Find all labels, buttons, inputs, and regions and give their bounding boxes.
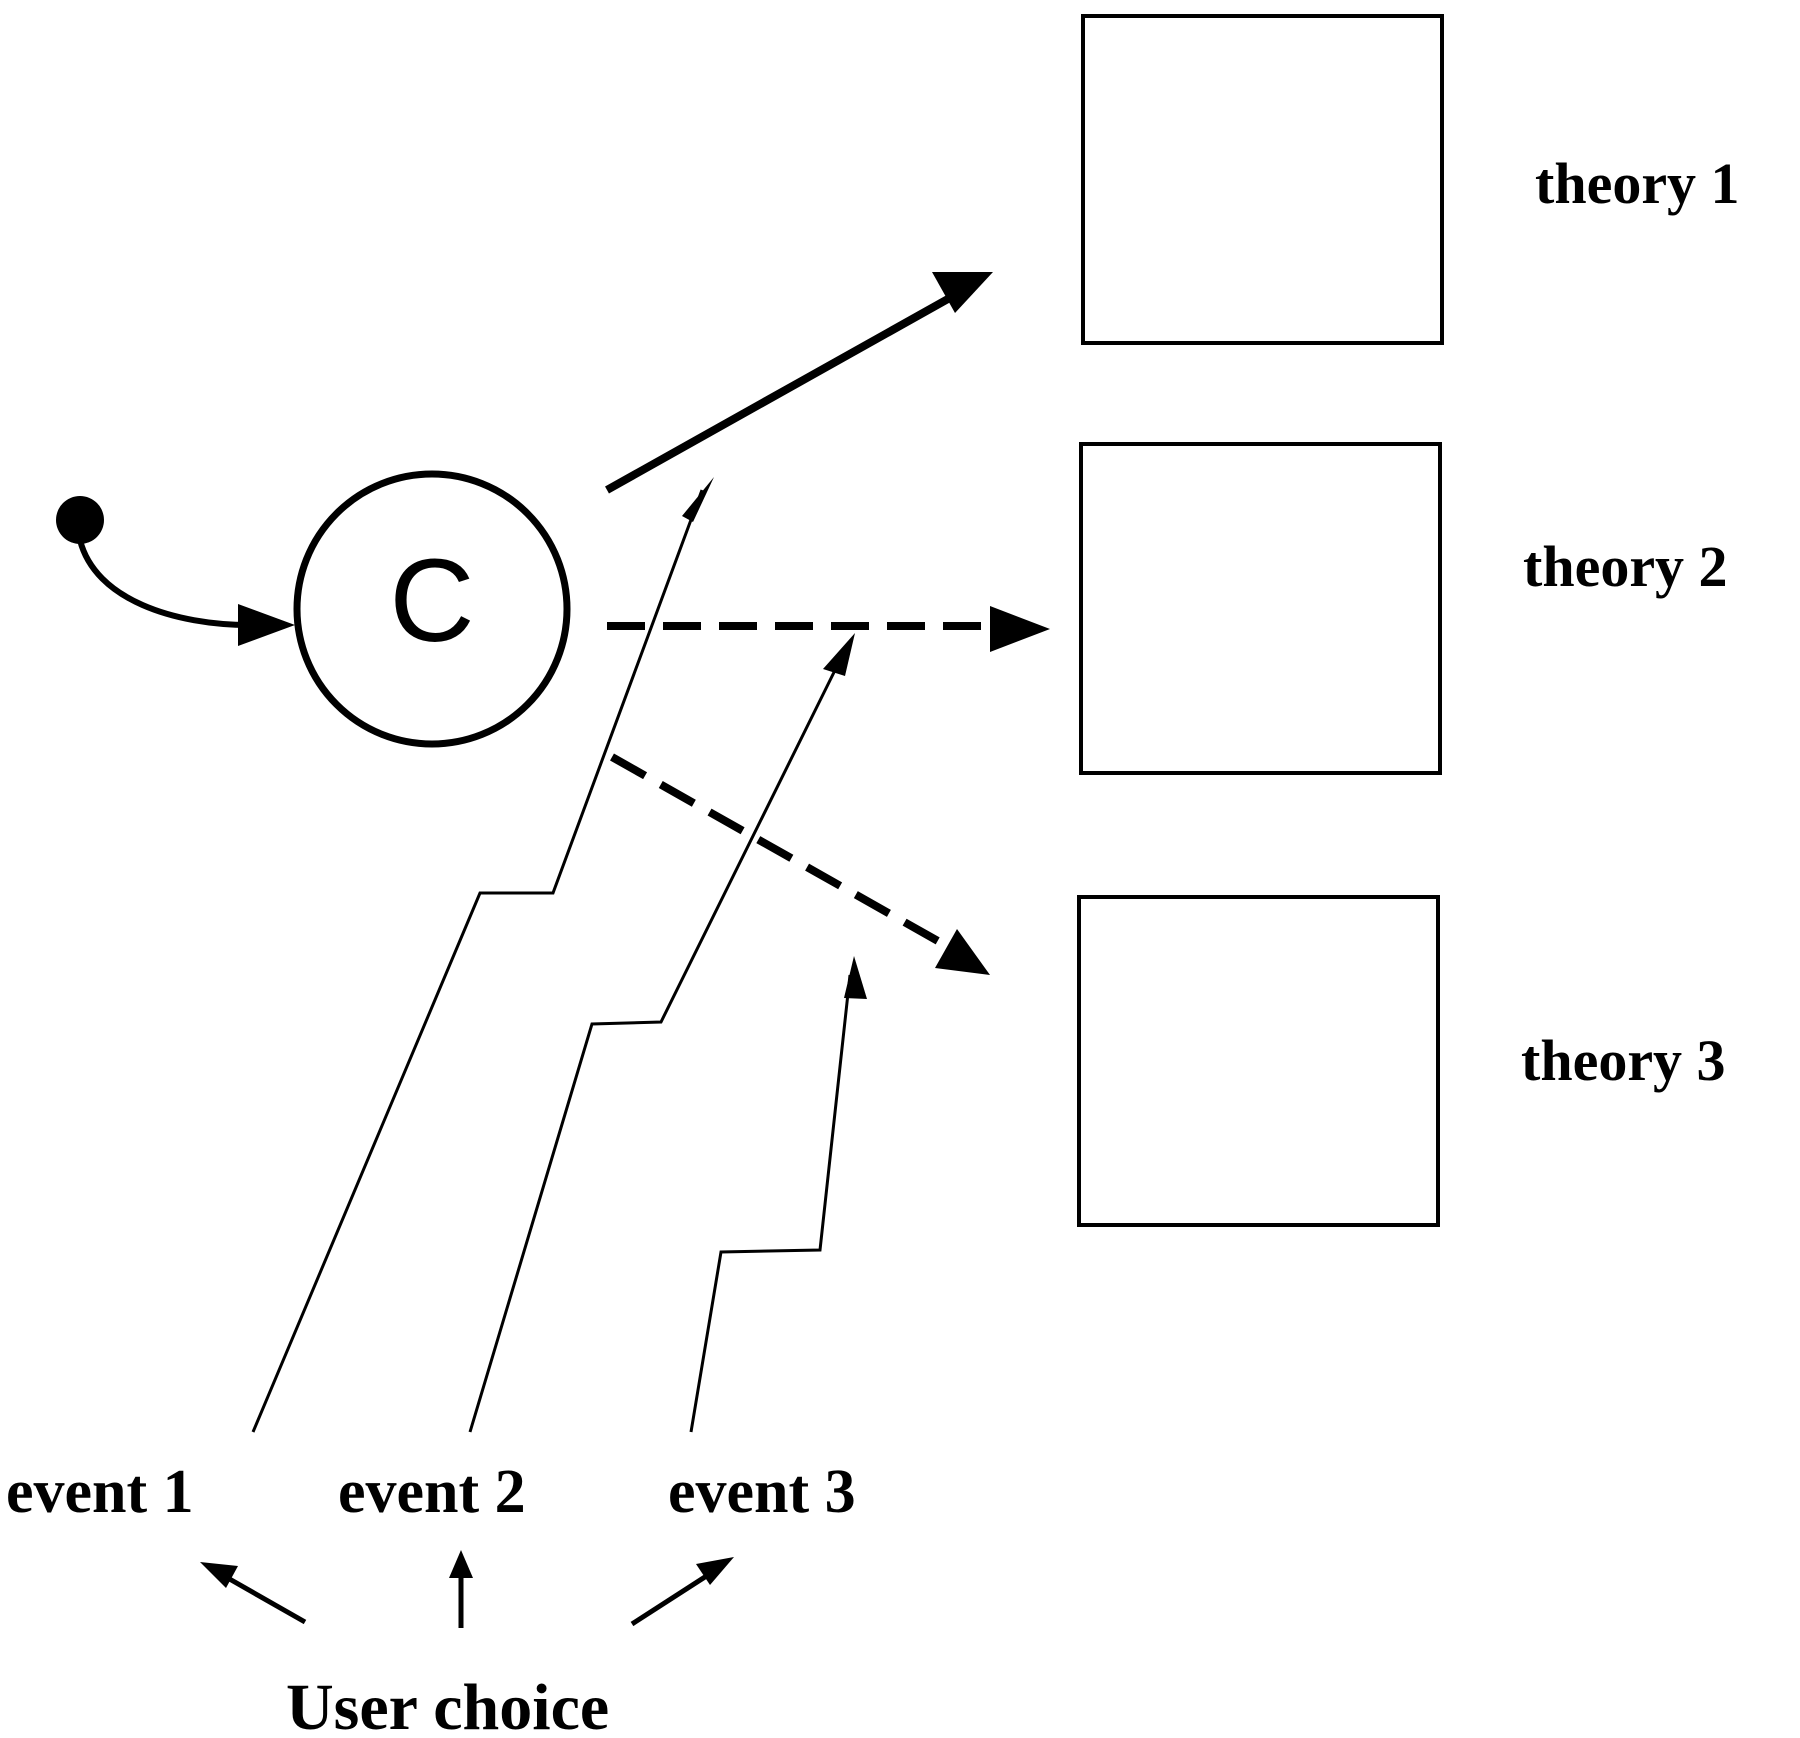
event-2-line [468,649,847,1433]
event-3-arrowhead [844,956,867,999]
input-arrowhead [238,604,295,646]
event-1-line [251,489,704,1433]
event-3-line [689,974,852,1433]
event-2-arrowhead [823,633,855,676]
arrow-to-theory-2-head [990,606,1050,652]
choice-arrow-event-1-head [200,1562,238,1588]
theory-2-label: theory 2 [1523,534,1728,599]
theory-3-box [1077,895,1440,1227]
controller-node [293,470,571,748]
event-1-arrowhead [682,477,714,522]
theory-1-box [1081,14,1444,345]
arrow-to-theory-1 [605,291,957,494]
choice-arrow-event-1 [224,1574,307,1625]
arrow-to-theory-3-head [935,929,990,975]
event-1-label: event 1 [6,1458,194,1526]
input-arrow [77,539,265,628]
arrow-to-theory-3 [610,753,947,949]
theory-2-box [1079,442,1442,775]
arrow-to-theory-1-head [932,272,993,313]
event-2-label: event 2 [338,1458,526,1526]
start-dot [56,496,104,544]
event-3-label: event 3 [668,1458,856,1526]
choice-arrow-event-2-head [449,1550,473,1578]
controller-letter: C [389,535,474,667]
choice-arrow-event-3-head [696,1557,734,1585]
theory-1-label: theory 1 [1535,151,1740,216]
choice-arrow-event-3 [630,1572,710,1627]
user-choice-label: User choice [286,1671,609,1738]
theory-3-label: theory 3 [1521,1028,1726,1093]
